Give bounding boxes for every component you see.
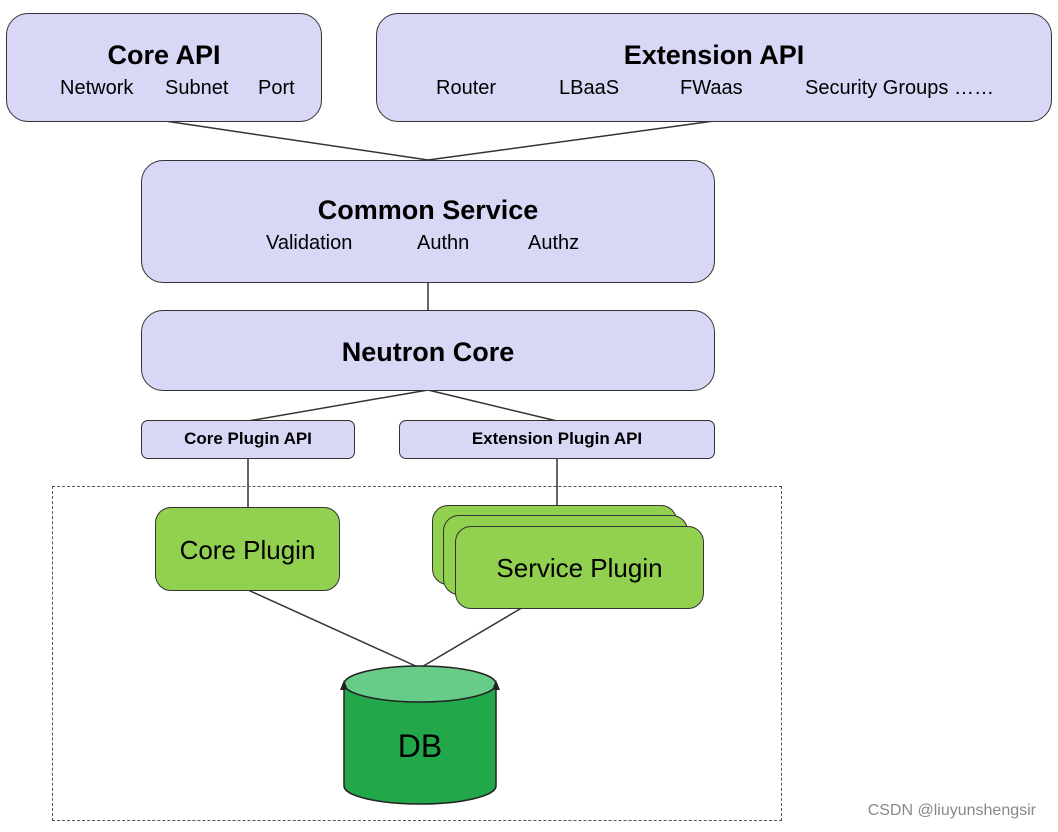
common-service-item-validation: Validation (266, 232, 353, 254)
connector-neutron-core-to-core-plugin-api (247, 389, 429, 422)
connector-core-api-to-common-service (164, 120, 429, 161)
connector-core-plugin-to-db (247, 589, 421, 669)
extension-api-item-fwaas: FWaas (680, 77, 743, 99)
extension-api-item-security-groups: Security Groups …… (805, 77, 994, 99)
core-api-item-port: Port (258, 77, 295, 99)
extension-api-title: Extension API (623, 40, 805, 70)
common-service-title: Common Service (317, 195, 539, 225)
connector-extension-api-to-common-service (427, 120, 715, 161)
core-api-title: Core API (107, 40, 221, 70)
core-api-item-subnet: Subnet (165, 77, 229, 99)
db-cylinder: DB (330, 660, 510, 805)
extension-api-item-lbaas: LBaaS (559, 77, 620, 99)
core-api-box: Core API Network Subnet Port (6, 13, 322, 122)
core-plugin-api-label: Core Plugin API (184, 429, 312, 448)
extension-api-box: Extension API Router LBaaS FWaas Securit… (376, 13, 1052, 122)
common-service-box: Common Service Validation Authn Authz (141, 160, 715, 283)
core-plugin-label: Core Plugin (179, 535, 316, 565)
connector-service-plugin-to-db (419, 605, 526, 669)
extension-plugin-api-box: Extension Plugin API (399, 420, 715, 459)
db-label: DB (397, 728, 443, 764)
plugin-group-frame (52, 486, 782, 821)
extension-plugin-api-label: Extension Plugin API (471, 429, 643, 448)
core-plugin-api-box: Core Plugin API (141, 420, 355, 459)
watermark-text: CSDN @liuyunshengsir (867, 802, 1036, 819)
service-plugin-box: Service Plugin (455, 526, 704, 609)
connector-neutron-core-to-extension-plugin-api (427, 389, 558, 422)
service-plugin-label: Service Plugin (496, 553, 663, 583)
core-api-item-network: Network (60, 77, 134, 99)
neutron-core-box: Neutron Core (141, 310, 715, 391)
neutron-core-title: Neutron Core (341, 337, 515, 367)
core-plugin-box: Core Plugin (155, 507, 340, 591)
extension-api-item-router: Router (436, 77, 497, 99)
common-service-item-authz: Authz (528, 232, 580, 254)
common-service-item-authn: Authn (417, 232, 470, 254)
db-cylinder-shape (340, 665, 500, 805)
